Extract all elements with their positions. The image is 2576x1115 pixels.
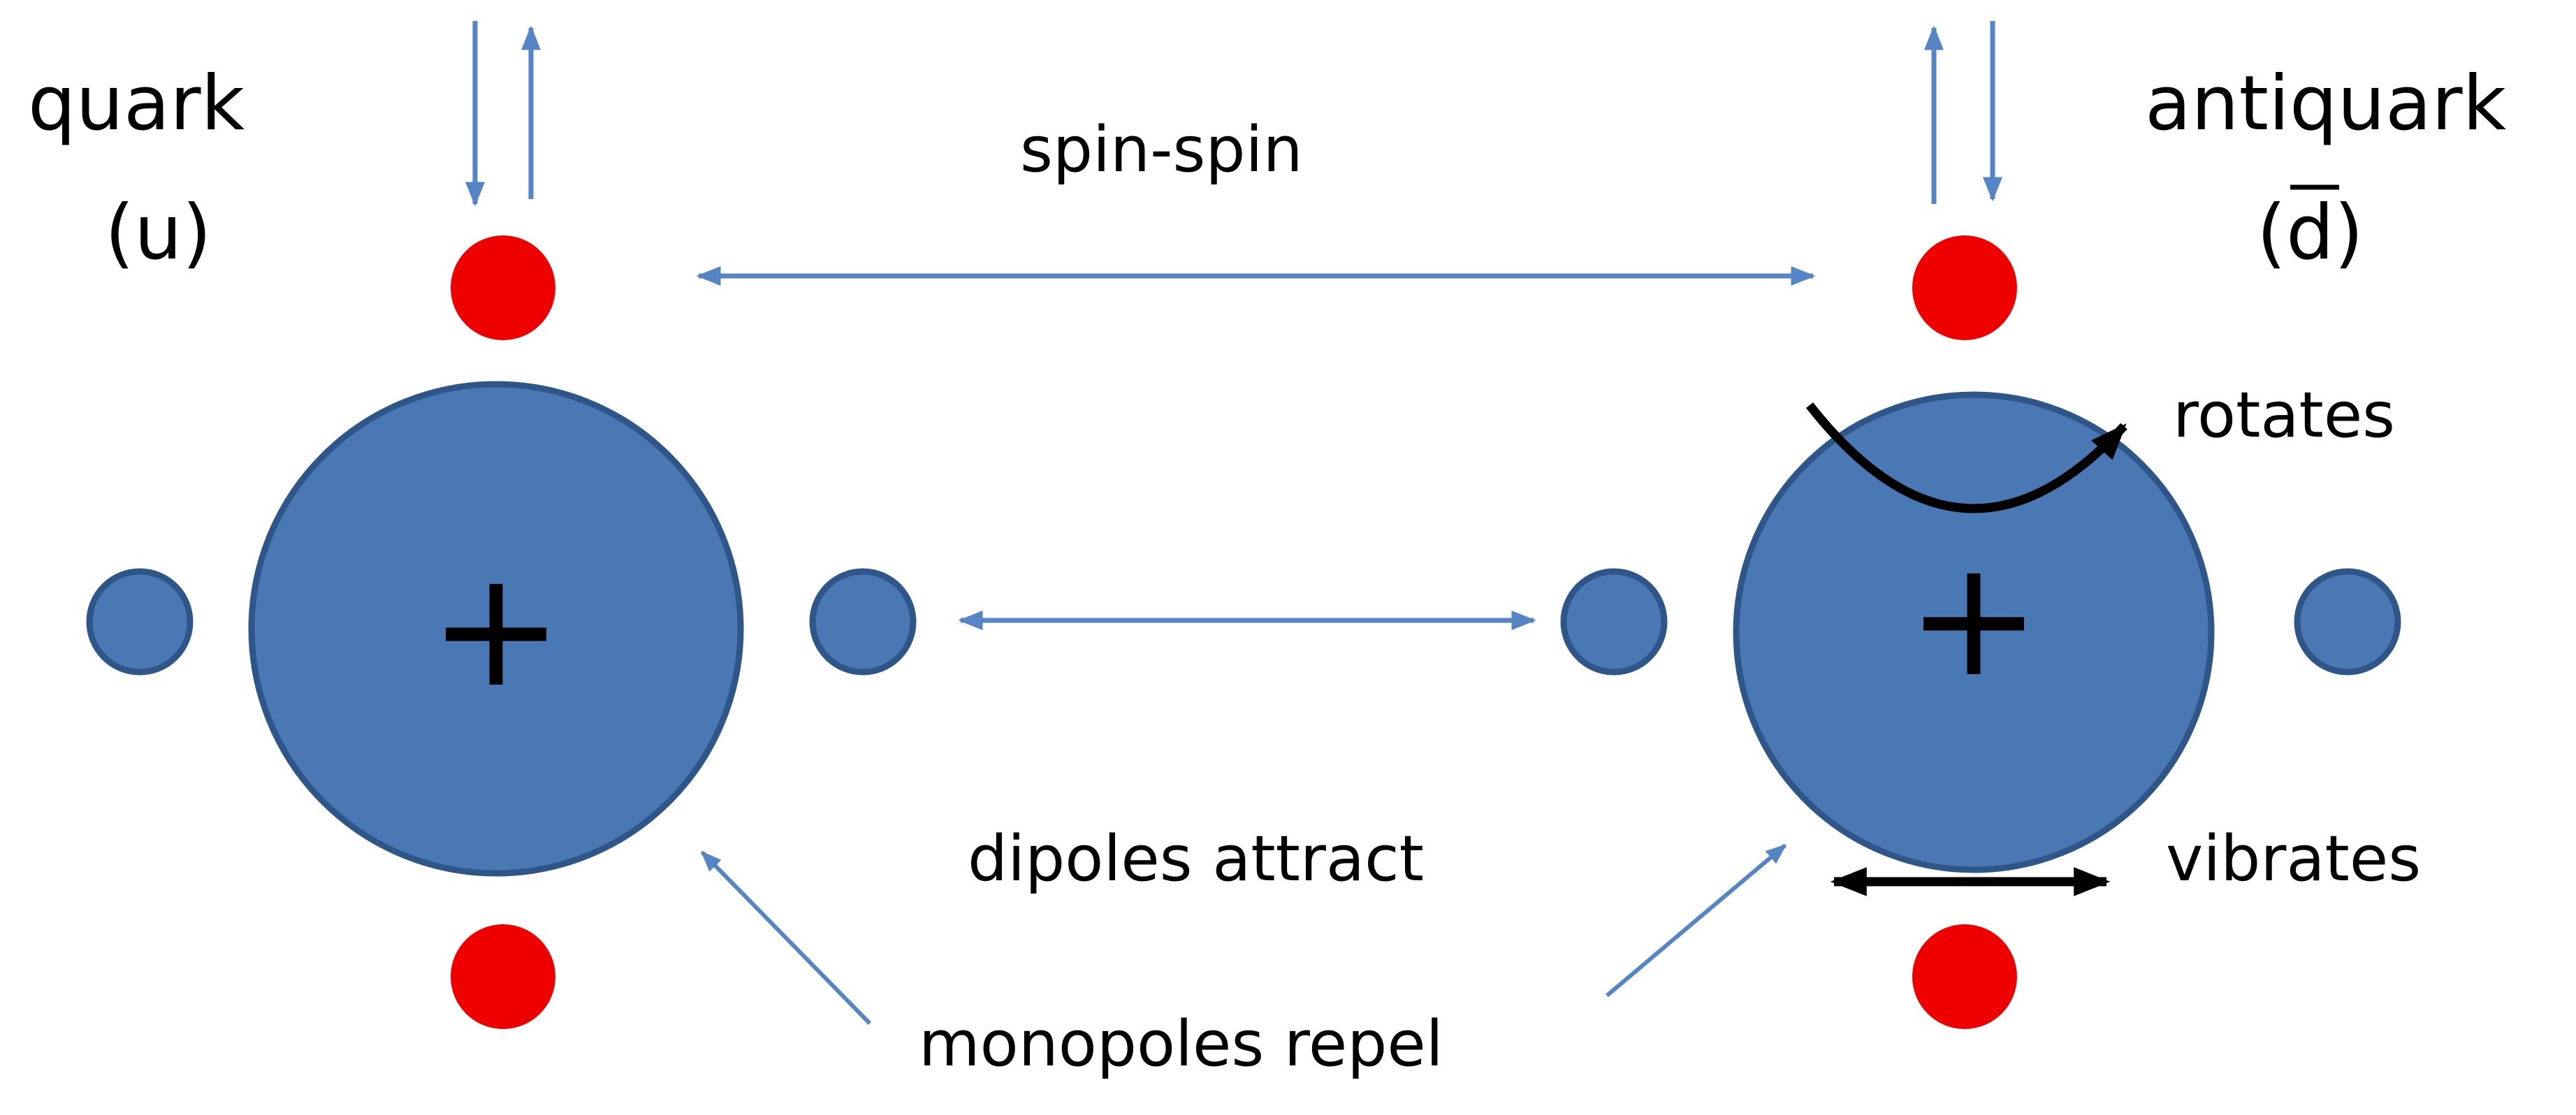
quark-dipole-left (86, 568, 194, 676)
antiquark-monopole-bottom (1912, 924, 2017, 1029)
dipoles-attract-label: dipoles attract (968, 822, 1424, 896)
quark-monopole-bottom (451, 924, 555, 1029)
vibrates-label: vibrates (2166, 822, 2421, 896)
quark-group: quark (u) + (28, 21, 917, 1029)
antiquark-dipole-right (2294, 568, 2401, 676)
monopole-repel-arrow-right-icon (1606, 843, 1787, 998)
monopoles-repel-label: monopoles repel (919, 1007, 1443, 1081)
antiquark-spin-arrows-icon (1924, 21, 2002, 204)
quark-spin-arrows-icon (465, 21, 541, 207)
quark-plus-sign: + (429, 537, 564, 723)
quark-monopole-top (451, 235, 555, 340)
quark-label: quark (28, 60, 245, 147)
monopole-repel-arrow-left-icon (700, 850, 872, 1026)
rotates-curved-arrow-icon (1805, 402, 2127, 513)
quark-flavor-label: (u) (105, 189, 212, 277)
quark-core-sphere (248, 381, 744, 877)
antiquark-label: antiquark (2145, 60, 2507, 147)
antiquark-monopole-top (1912, 235, 2017, 340)
antiquark-dipole-left (1560, 568, 1668, 676)
quark-dipole-right (809, 568, 917, 676)
antiquark-flavor-label: (d) (2257, 189, 2364, 277)
spin-spin-label: spin-spin (1020, 113, 1303, 187)
antiquark-group: antiquark (d) + rotates vibrates (1560, 21, 2507, 1029)
antiquark-plus-sign: + (1907, 526, 2042, 713)
rotates-label: rotates (2173, 379, 2395, 452)
